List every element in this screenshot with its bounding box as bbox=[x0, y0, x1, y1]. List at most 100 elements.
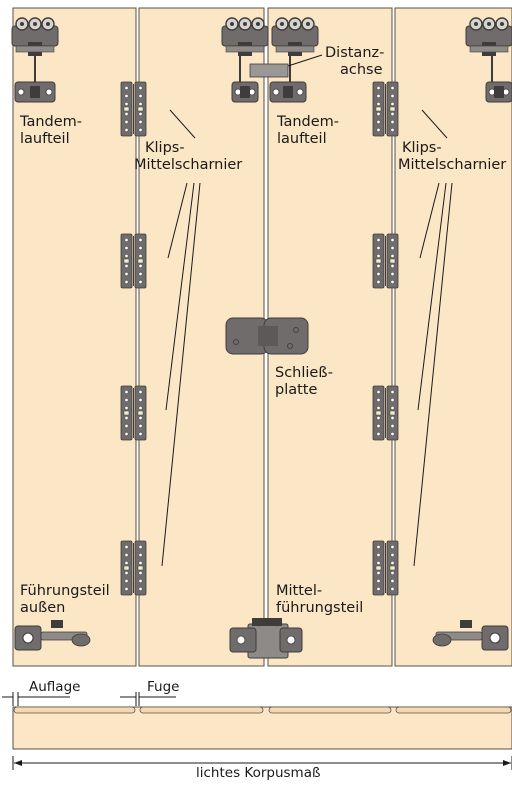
wheel-axle bbox=[256, 22, 260, 26]
klips-mittelscharnier bbox=[372, 81, 399, 137]
hinge-screw-hole bbox=[376, 579, 381, 583]
leader-klips-left bbox=[161, 182, 201, 567]
hinge-screw-hole bbox=[138, 112, 143, 116]
hinge-screw-hole bbox=[390, 545, 395, 549]
wheel-axle bbox=[46, 22, 50, 26]
hinge-screw-hole bbox=[376, 553, 381, 557]
hinge-screw-hole bbox=[138, 94, 143, 98]
plan-door-leaf bbox=[13, 706, 136, 714]
hinge-screw-hole bbox=[138, 416, 143, 420]
hinge-screw-hole bbox=[124, 424, 129, 428]
hinge-screw-hole bbox=[376, 398, 381, 402]
hinge-screw-hole bbox=[138, 424, 143, 428]
leader-klips-left bbox=[165, 182, 195, 411]
hinge-clip bbox=[389, 106, 396, 112]
hinge-screw-hole bbox=[376, 280, 381, 284]
hinge-screw-hole bbox=[376, 102, 381, 106]
hinge-screw-hole bbox=[124, 432, 129, 436]
hinge-screw-hole bbox=[376, 406, 381, 410]
label-distanz-1: Distanz- bbox=[325, 45, 385, 61]
hinge-clip bbox=[389, 565, 396, 571]
block-screw bbox=[45, 88, 53, 96]
hinge-screw-hole bbox=[376, 86, 381, 90]
guide-clip bbox=[51, 620, 63, 628]
runner-plate bbox=[15, 45, 55, 53]
hinge-screw-hole bbox=[124, 571, 129, 575]
hinge-screw-hole bbox=[390, 424, 395, 428]
hinge-screw-hole bbox=[124, 264, 129, 268]
hinge-screw-hole bbox=[138, 579, 143, 583]
schliessplatte-screw bbox=[287, 343, 293, 349]
hinge-screw-hole bbox=[376, 432, 381, 436]
hinge-screw-hole bbox=[124, 406, 129, 410]
hinge-screw-hole bbox=[138, 280, 143, 284]
distanzachse bbox=[249, 63, 289, 78]
label-distanz-2: achse bbox=[340, 62, 383, 78]
mounting-block bbox=[269, 81, 307, 103]
label-klips-right-2: Mittelscharnier bbox=[398, 157, 507, 173]
runner-plate bbox=[225, 45, 265, 53]
label-fuehrungsteil-1: Führungsteil bbox=[20, 583, 110, 599]
block-screw bbox=[272, 88, 280, 96]
hinge-screw-hole bbox=[376, 424, 381, 428]
hinge-screw-hole bbox=[376, 571, 381, 575]
fuehrungsteil-aussen bbox=[432, 620, 509, 651]
label-tandem-mid-1: Tandem- bbox=[277, 114, 340, 130]
wheel-axle bbox=[487, 22, 491, 26]
hinge-screw-hole bbox=[376, 587, 381, 591]
hinge-screw-hole bbox=[124, 553, 129, 557]
hinge-screw-hole bbox=[124, 86, 129, 90]
hinge-clip bbox=[137, 410, 144, 416]
hinge-screw-hole bbox=[124, 390, 129, 394]
hinge-screw-hole bbox=[390, 246, 395, 250]
label-fuge: Fuge bbox=[147, 679, 180, 695]
hinge-clip bbox=[123, 258, 130, 264]
leader-klips-right bbox=[417, 182, 447, 411]
label-lichtes-korpusmass: lichtes Korpusmaß bbox=[196, 765, 321, 781]
klips-mittelscharnier bbox=[120, 540, 147, 596]
hinge-screw-hole bbox=[124, 112, 129, 116]
block-screw bbox=[296, 88, 304, 96]
hinge-screw-hole bbox=[390, 432, 395, 436]
klips-mittelscharnier bbox=[120, 233, 147, 289]
hinge-screw-hole bbox=[124, 579, 129, 583]
hardware-layer bbox=[11, 17, 512, 659]
hinge-clip bbox=[123, 410, 130, 416]
hinge-screw-hole bbox=[124, 545, 129, 549]
plan-view bbox=[12, 706, 512, 766]
hinge-screw-hole bbox=[390, 272, 395, 276]
block-core bbox=[30, 86, 40, 98]
guide-roller bbox=[432, 633, 452, 647]
hinge-screw-hole bbox=[138, 406, 143, 410]
hinge-screw-hole bbox=[138, 553, 143, 557]
wheel-axle bbox=[33, 22, 37, 26]
hinge-screw-hole bbox=[390, 238, 395, 242]
hinge-screw-hole bbox=[390, 264, 395, 268]
hinge-clip bbox=[389, 258, 396, 264]
hinge-screw-hole bbox=[138, 545, 143, 549]
hinge-screw-hole bbox=[124, 238, 129, 242]
hinge-screw-hole bbox=[138, 432, 143, 436]
leader-klips-right bbox=[421, 109, 448, 139]
hinge-screw-hole bbox=[124, 254, 129, 258]
hinge-clip bbox=[123, 106, 130, 112]
hinge-screw-hole bbox=[376, 264, 381, 268]
leader-klips-left bbox=[169, 109, 196, 139]
hinge-screw-hole bbox=[138, 254, 143, 258]
runner-plate bbox=[469, 45, 509, 53]
label-fuehrungsteil-2: außen bbox=[20, 600, 66, 616]
hinge-screw-hole bbox=[124, 280, 129, 284]
hinge-screw-hole bbox=[124, 587, 129, 591]
leader-lines bbox=[2, 54, 512, 770]
mittelfuehrung-screw bbox=[286, 635, 296, 645]
klips-mittelscharnier bbox=[372, 540, 399, 596]
hinge-screw-hole bbox=[376, 545, 381, 549]
schliessplatte bbox=[225, 317, 309, 355]
hinge-screw-hole bbox=[124, 398, 129, 402]
hinge-screw-hole bbox=[124, 272, 129, 276]
hinge-screw-hole bbox=[124, 416, 129, 420]
label-tandem-left-2: laufteil bbox=[20, 131, 70, 147]
plan-cabinet bbox=[12, 706, 512, 750]
hinge-screw-hole bbox=[390, 553, 395, 557]
label-mittelfuehrungsteil-1: Mittel- bbox=[276, 583, 323, 599]
